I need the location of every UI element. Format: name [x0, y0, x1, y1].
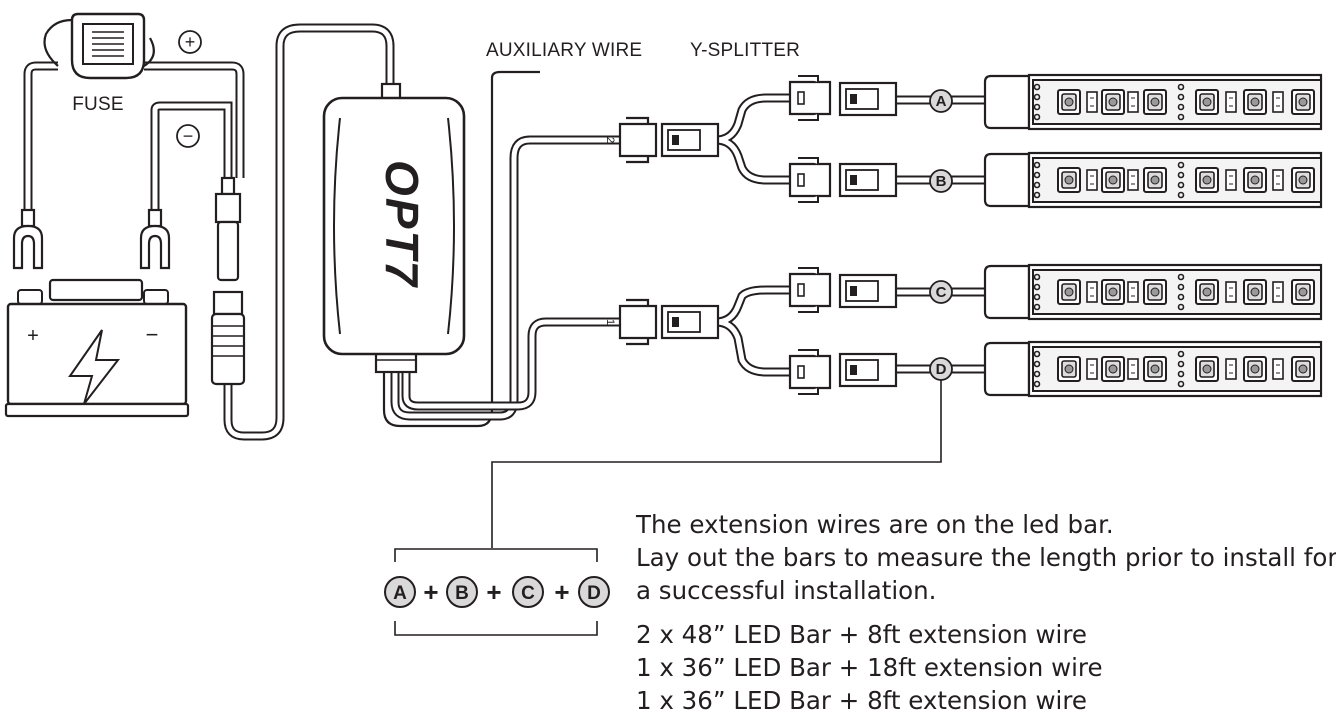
- output-port-2: 2: [604, 116, 658, 164]
- formula-plus-3: +: [554, 577, 569, 607]
- auxiliary-wire-label: AUXILIARY WIRE: [486, 40, 642, 61]
- branch-connector-c: [788, 266, 898, 314]
- led-bar-d: [985, 342, 1321, 396]
- option-line-2: 1 x 36” LED Bar + 18ft extension wire: [636, 653, 1103, 682]
- length-formula: A + B + C + D: [384, 576, 610, 608]
- formula-term-a: A: [393, 583, 407, 604]
- formula-term-c: C: [521, 583, 535, 604]
- battery-plus-symbol: +: [27, 325, 39, 347]
- marker-c: C: [929, 280, 953, 304]
- negative-marker: −: [176, 124, 200, 148]
- positive-marker: +: [178, 30, 202, 54]
- fork-terminal-negative: [139, 208, 171, 270]
- option-line-3: 1 x 36” LED Bar + 8ft extension wire: [636, 686, 1087, 715]
- led-bar-b: [985, 153, 1321, 207]
- positive-symbol: +: [185, 32, 196, 52]
- y-splitter-top: [660, 122, 720, 158]
- led-bar-a: [985, 75, 1321, 129]
- battery-minus-symbol: −: [146, 322, 159, 347]
- configuration-options: 2 x 48” LED Bar + 8ft extension wire 1 x…: [636, 618, 1103, 717]
- fork-terminal-positive: [12, 208, 44, 270]
- branch-connector-a: [788, 74, 898, 122]
- dc-socket: [210, 290, 246, 386]
- branch-connector-d: [788, 348, 898, 396]
- marker-c-letter: C: [936, 284, 947, 301]
- y-splitter-label: Y-SPLITTER: [690, 40, 800, 61]
- marker-b: B: [929, 169, 953, 193]
- marker-d-letter: D: [936, 361, 947, 378]
- formula-term-d: D: [587, 583, 601, 604]
- instructions-note: The extension wires are on the led bar. …: [636, 508, 1336, 607]
- note-line-3: a successful installation.: [636, 576, 937, 605]
- lightning-icon: [68, 329, 121, 405]
- formula-plus-1: +: [423, 577, 438, 607]
- marker-a: A: [929, 89, 953, 113]
- option-line-1: 2 x 48” LED Bar + 8ft extension wire: [636, 620, 1087, 649]
- formula-term-b: B: [455, 583, 469, 604]
- marker-b-letter: B: [936, 173, 947, 190]
- marker-d: D: [929, 357, 953, 381]
- fuse: FUSE: [70, 12, 146, 115]
- port-2-number: 2: [604, 137, 616, 143]
- dc-plug: [214, 176, 242, 282]
- fuse-label: FUSE: [72, 94, 123, 115]
- brand-logo: OPT7: [376, 160, 428, 289]
- marker-a-letter: A: [936, 93, 947, 110]
- branch-connector-b: [788, 156, 898, 204]
- led-bar-c: [985, 265, 1321, 319]
- output-port-1: 1: [604, 298, 658, 346]
- note-line-1: The extension wires are on the led bar.: [636, 510, 1114, 539]
- y-splitter-bottom: [660, 304, 720, 340]
- controller-box: OPT7: [322, 82, 466, 374]
- note-line-2: Lay out the bars to measure the length p…: [636, 543, 1336, 572]
- port-1-number: 1: [604, 319, 616, 325]
- negative-symbol: −: [183, 126, 194, 146]
- battery: + −: [4, 278, 190, 418]
- formula-plus-2: +: [486, 577, 501, 607]
